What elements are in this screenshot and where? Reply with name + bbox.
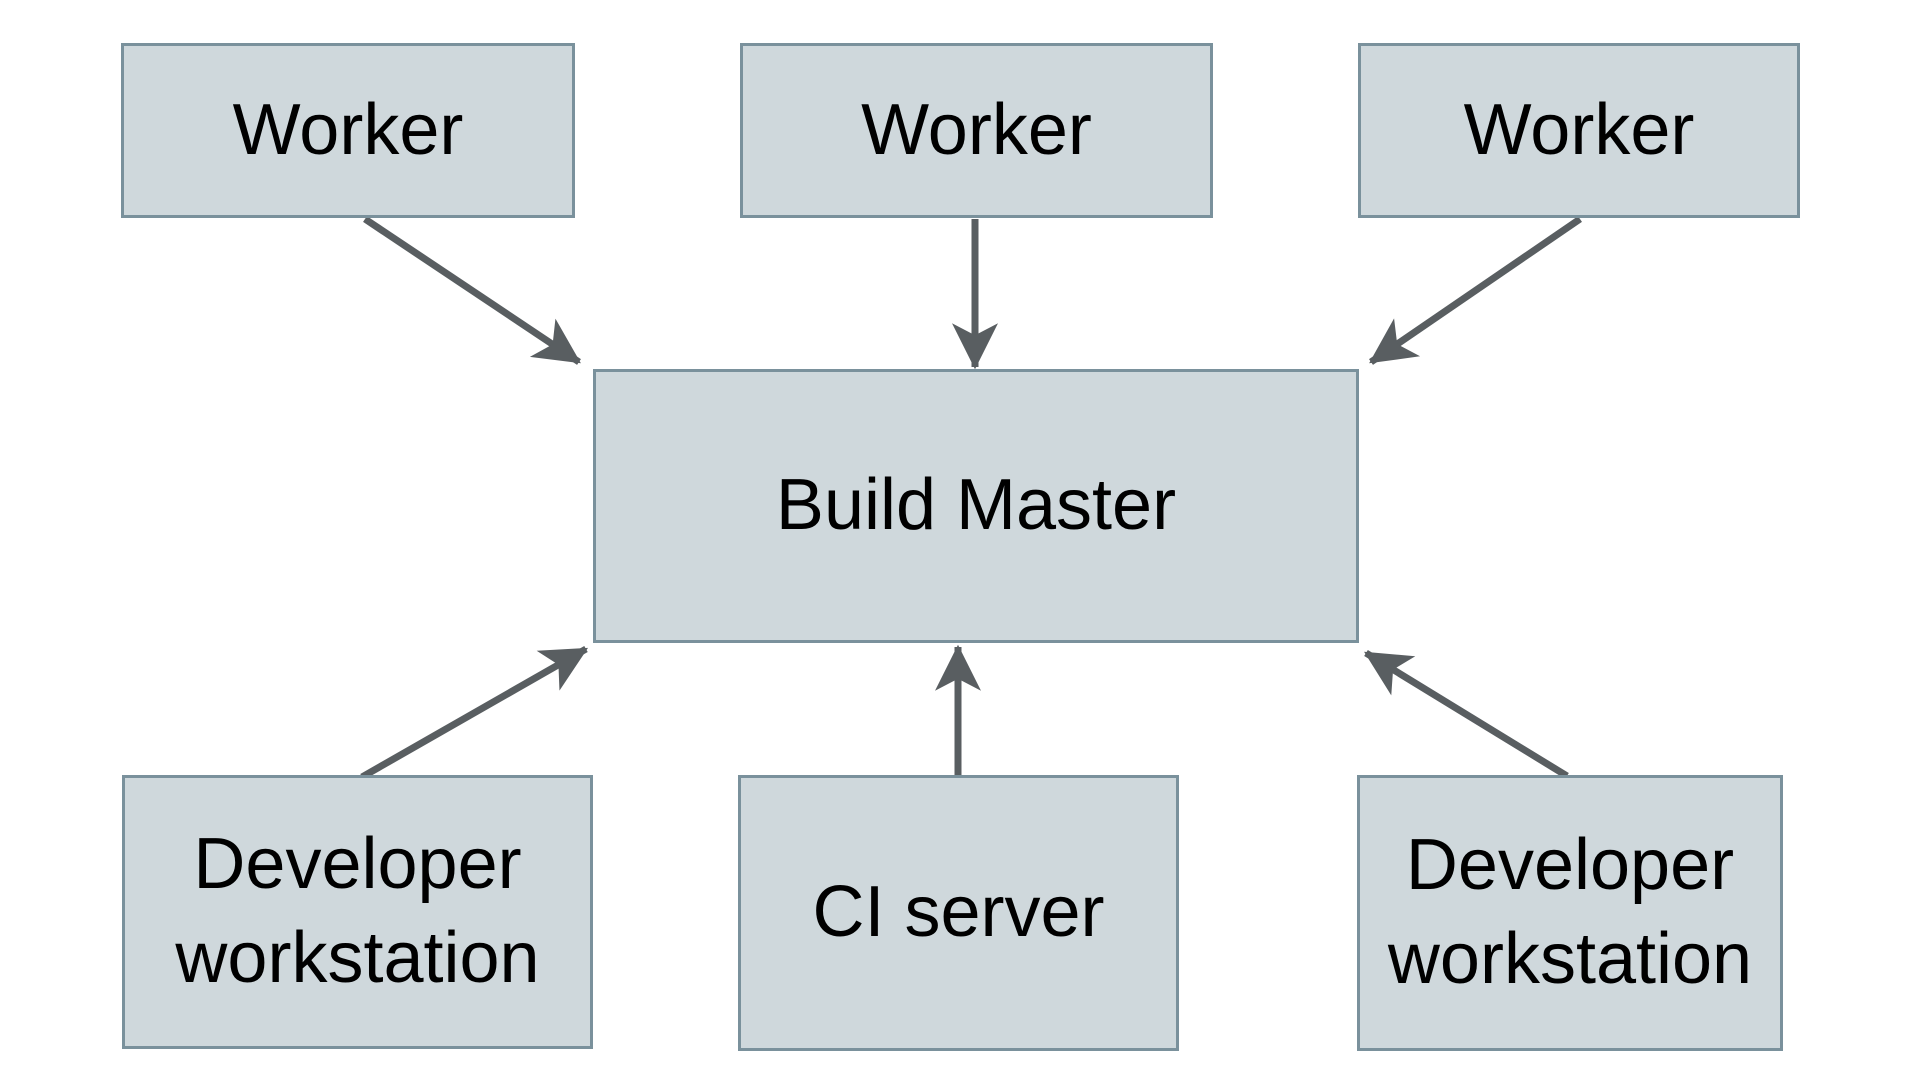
arrow-worker-1-to-build-master [363,216,581,365]
node-developer-workstation-right-label: Developer workstation [1387,825,1753,999]
node-build-master: Build Master [593,369,1359,643]
node-worker-1: Worker [121,43,575,218]
node-worker-2-label: Worker [861,89,1092,170]
node-developer-workstation-left-label: Developer workstation [175,824,540,998]
node-worker-2: Worker [740,43,1213,218]
node-worker-1-label: Worker [232,89,464,170]
node-developer-workstation-right: Developer workstation [1357,775,1783,1051]
node-developer-workstation-left: Developer workstation [122,775,593,1049]
node-ci-server-label: CI server [812,872,1105,953]
arrow-worker-3-to-build-master [1369,216,1582,365]
arrow-dev-workstation-right-to-build-master [1364,650,1569,779]
node-build-master-label: Build Master [775,465,1177,546]
node-worker-3: Worker [1358,43,1800,218]
arrow-dev-workstation-left-to-build-master [360,645,588,781]
node-worker-3-label: Worker [1463,89,1695,170]
node-ci-server: CI server [738,775,1179,1051]
